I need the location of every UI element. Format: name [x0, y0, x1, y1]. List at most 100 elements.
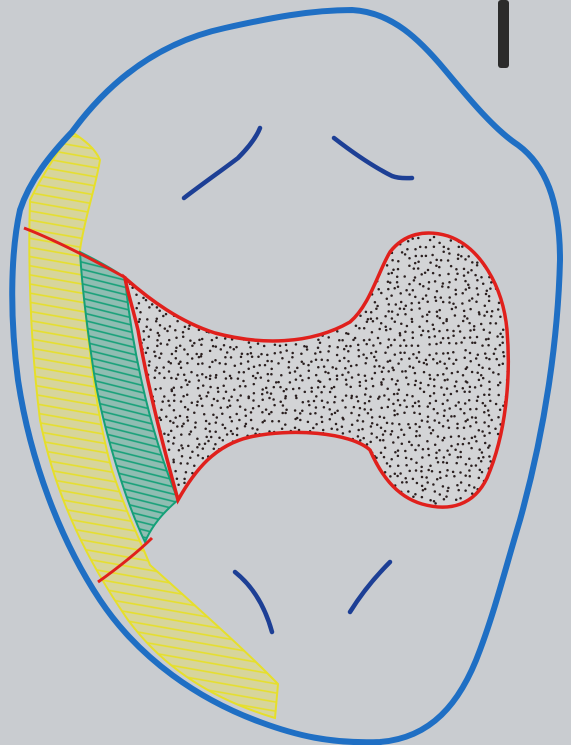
stipple-dot [499, 239, 502, 242]
stipple-dot [239, 405, 242, 408]
stipple-dot [501, 449, 504, 452]
stipple-dot [451, 225, 454, 228]
stipple-dot [361, 485, 364, 488]
stipple-dot [216, 461, 219, 464]
stipple-dot [294, 427, 297, 430]
stipple-dot [351, 458, 354, 461]
stipple-dot [447, 248, 450, 251]
stipple-dot [284, 395, 287, 398]
stipple-dot [484, 250, 487, 253]
stipple-dot [316, 308, 319, 311]
stipple-dot [266, 239, 269, 242]
stipple-dot [279, 497, 282, 500]
stipple-dot [167, 433, 170, 436]
stipple-dot [223, 468, 226, 471]
stipple-dot [156, 345, 159, 348]
stipple-dot [235, 346, 238, 349]
stipple-dot [198, 379, 201, 382]
stipple-dot [151, 303, 154, 306]
stipple-dot [160, 244, 163, 247]
stipple-dot [234, 263, 237, 266]
stipple-dot [502, 493, 505, 496]
stipple-dot [505, 264, 508, 267]
stipple-dot [365, 387, 368, 390]
stipple-dot [218, 362, 221, 365]
stipple-dot [499, 484, 502, 487]
stipple-dot [174, 470, 177, 473]
stipple-dot [284, 423, 287, 426]
stipple-dot [214, 359, 217, 362]
stipple-dot [365, 271, 368, 274]
stipple-dot [464, 489, 467, 492]
stipple-dot [299, 267, 302, 270]
stipple-dot [337, 222, 340, 225]
stipple-dot [428, 336, 431, 339]
stipple-dot [448, 342, 451, 345]
stipple-dot [216, 496, 219, 499]
stipple-dot [382, 378, 385, 381]
stipple-dot [370, 484, 373, 487]
stipple-dot [302, 438, 305, 441]
stipple-dot [156, 306, 159, 309]
stipple-dot [213, 447, 216, 450]
stipple-dot [491, 239, 494, 242]
stipple-dot [452, 351, 455, 354]
stipple-dot [275, 326, 278, 329]
stipple-dot [209, 233, 212, 236]
stipple-dot [237, 492, 240, 495]
stipple-dot [285, 447, 288, 450]
stipple-dot [329, 255, 332, 258]
stipple-dot [193, 498, 196, 501]
stipple-dot [481, 500, 484, 503]
stipple-dot [246, 471, 249, 474]
stipple-dot [490, 315, 493, 318]
stipple-dot [382, 433, 385, 436]
stipple-dot [350, 365, 353, 368]
stipple-dot [457, 325, 460, 328]
stipple-dot [329, 378, 332, 381]
stipple-dot [251, 465, 254, 468]
stipple-dot [361, 471, 364, 474]
stipple-dot [379, 415, 382, 418]
stipple-dot [435, 265, 438, 268]
stipple-dot [440, 386, 443, 389]
stipple-dot [236, 399, 239, 402]
stipple-dot [309, 231, 312, 234]
stipple-dot [468, 322, 471, 325]
stipple-dot [443, 456, 446, 459]
stipple-dot [378, 259, 381, 262]
stipple-dot [353, 309, 356, 312]
stipple-dot [310, 493, 313, 496]
stipple-dot [232, 447, 235, 450]
stipple-dot [279, 485, 282, 488]
stipple-dot [250, 411, 253, 414]
stipple-dot [345, 244, 348, 247]
stipple-dot [340, 282, 343, 285]
stipple-dot [159, 258, 162, 261]
stipple-dot [262, 443, 265, 446]
stipple-dot [475, 234, 478, 237]
stipple-dot [425, 509, 428, 512]
stipple-dot [176, 511, 179, 514]
stipple-dot [191, 345, 194, 348]
stipple-dot [285, 259, 288, 262]
stipple-dot [250, 419, 253, 422]
stipple-dot [287, 222, 290, 225]
stipple-dot [168, 449, 171, 452]
stipple-dot [294, 418, 297, 421]
stipple-dot [190, 255, 193, 258]
stipple-dot [421, 476, 424, 479]
stipple-dot [301, 240, 304, 243]
stipple-dot [191, 357, 194, 360]
stipple-dot [468, 399, 471, 402]
stipple-dot [341, 425, 344, 428]
stipple-dot [217, 391, 220, 394]
stipple-dot [418, 510, 421, 513]
stipple-dot [397, 449, 400, 452]
stipple-dot [170, 362, 173, 365]
stipple-dot [196, 446, 199, 449]
stipple-dot [466, 381, 469, 384]
stipple-dot [229, 224, 232, 227]
stipple-dot [252, 407, 255, 410]
stipple-dot [117, 250, 120, 253]
